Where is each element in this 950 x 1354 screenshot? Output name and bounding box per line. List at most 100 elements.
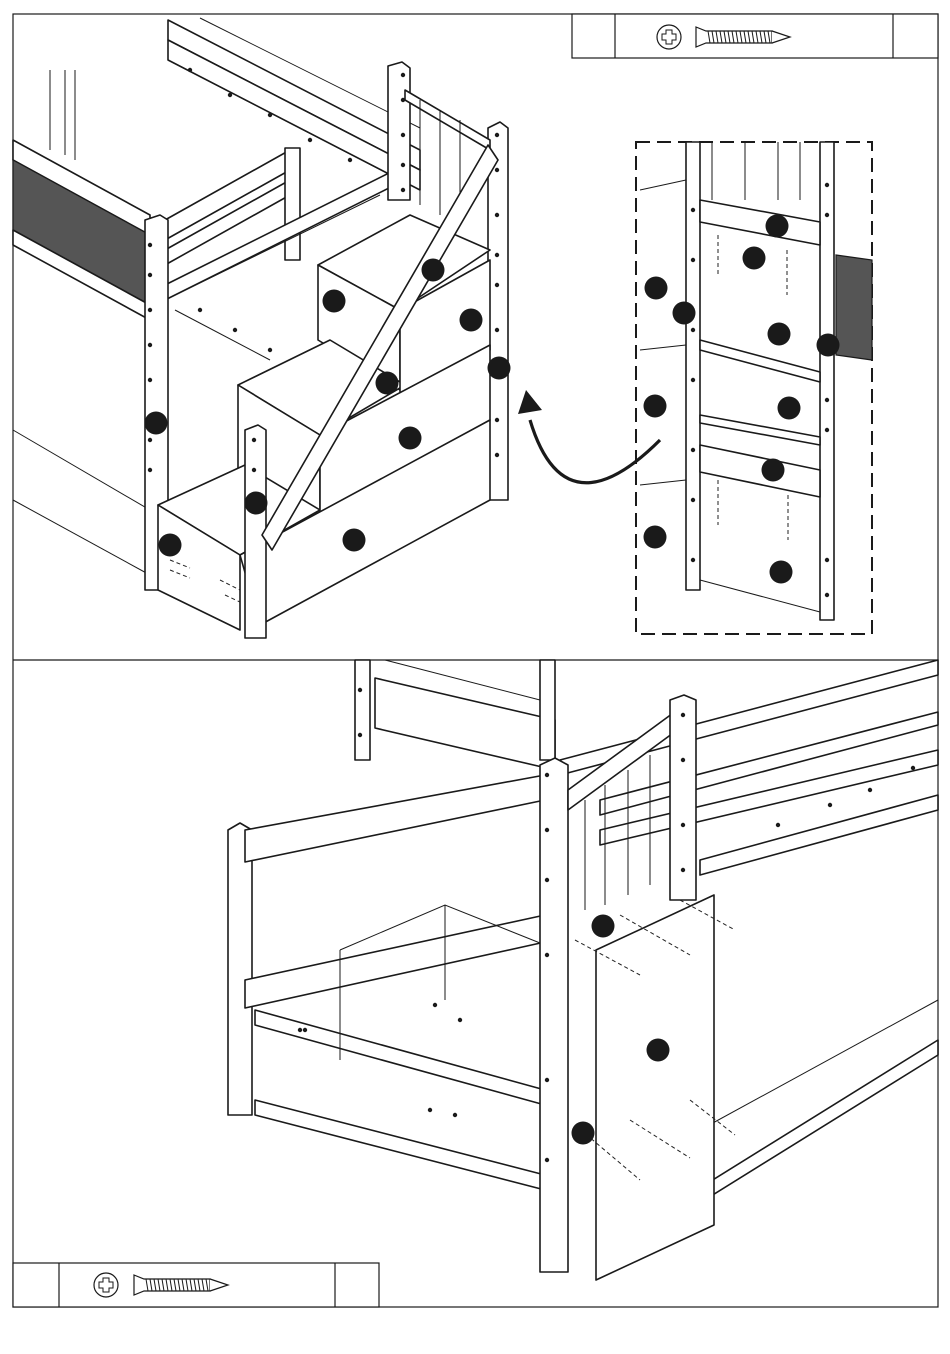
screw-hole-8 xyxy=(401,73,405,77)
screw-hole-16 xyxy=(495,253,499,257)
screw-hole-57 xyxy=(868,788,872,792)
screw-hole-63 xyxy=(303,1028,307,1032)
screw-hole-4 xyxy=(148,343,152,347)
screw-hole-12 xyxy=(401,188,405,192)
part-callout-20 xyxy=(644,526,667,549)
screw-hole-17 xyxy=(495,283,499,287)
screw-hole-44 xyxy=(358,688,362,692)
screw-hole-33 xyxy=(691,328,695,332)
screw-hole-14 xyxy=(495,168,499,172)
screw-hole-37 xyxy=(691,558,695,562)
screw-hole-42 xyxy=(825,558,829,562)
post-front xyxy=(245,425,266,638)
screw-hole-6 xyxy=(148,438,152,442)
screw-hole-49 xyxy=(545,953,549,957)
screw-hole-21 xyxy=(252,438,256,442)
screw-hole-25 xyxy=(268,113,272,117)
part-callout-19 xyxy=(762,459,785,482)
screw-hole-1 xyxy=(148,243,152,247)
screw-hole-58 xyxy=(828,803,832,807)
curved-arrow-icon xyxy=(518,390,660,483)
screw-hole-50 xyxy=(545,1078,549,1082)
screw-hole-2 xyxy=(148,273,152,277)
part-callout-7 xyxy=(145,412,168,435)
part-callout-4 xyxy=(376,372,399,395)
screw-hole-40 xyxy=(825,398,829,402)
part-callout-15 xyxy=(768,323,791,346)
back-frame xyxy=(355,660,555,770)
screw-hole-54 xyxy=(681,823,685,827)
screw-hole-35 xyxy=(691,448,695,452)
part-callout-21 xyxy=(770,561,793,584)
phillips-head-icon xyxy=(657,25,681,49)
part-callout-12 xyxy=(743,247,766,270)
screw-hole-27 xyxy=(348,158,352,162)
screw-hole-55 xyxy=(681,868,685,872)
part-callout-1 xyxy=(422,259,445,282)
screw-hole-48 xyxy=(545,878,549,882)
part-callout-9 xyxy=(159,534,182,557)
screw-hole-20 xyxy=(495,453,499,457)
screw-hole-15 xyxy=(495,213,499,217)
part-callout-23 xyxy=(647,1039,670,1062)
screw-hole-28 xyxy=(198,308,202,312)
screw-hole-32 xyxy=(691,258,695,262)
phillips-head-icon xyxy=(94,1273,118,1297)
screw-hole-24 xyxy=(228,93,232,97)
screw-hole-19 xyxy=(495,418,499,422)
screw-hole-13 xyxy=(495,133,499,137)
screw-hole-7 xyxy=(148,468,152,472)
part-callout-22 xyxy=(592,915,615,938)
screw-hole-36 xyxy=(691,498,695,502)
screw-hole-53 xyxy=(681,758,685,762)
screw-hole-56 xyxy=(911,766,915,770)
screw-hole-26 xyxy=(308,138,312,142)
screw-hole-31 xyxy=(691,208,695,212)
screw-hole-23 xyxy=(188,68,192,72)
detail-screws xyxy=(718,235,788,540)
stair-assembly-view xyxy=(13,18,508,638)
side-panel-board xyxy=(596,895,714,1280)
screw-hole-9 xyxy=(401,98,405,102)
part-callout-8 xyxy=(245,492,268,515)
screw-hole-38 xyxy=(825,183,829,187)
screw-hole-59 xyxy=(776,823,780,827)
screw-hole-47 xyxy=(545,828,549,832)
part-callout-11 xyxy=(766,215,789,238)
stair-interior-detail-view xyxy=(636,142,872,634)
screw-hole-51 xyxy=(545,1158,549,1162)
stair-frame xyxy=(228,775,545,1190)
bed-end-left xyxy=(13,70,150,575)
screw-hole-10 xyxy=(401,133,405,137)
screw-hole-45 xyxy=(358,733,362,737)
screw-hole-30 xyxy=(268,348,272,352)
screw-hole-18 xyxy=(495,328,499,332)
screw-hole-41 xyxy=(825,428,829,432)
screw-hole-64 xyxy=(433,1003,437,1007)
screw-hole-34 xyxy=(691,378,695,382)
screw-hole-43 xyxy=(825,593,829,597)
hardware-box-top xyxy=(572,14,938,58)
part-callout-10 xyxy=(343,529,366,552)
part-callout-16 xyxy=(817,334,840,357)
part-callout-18 xyxy=(778,397,801,420)
screw-hole-3 xyxy=(148,308,152,312)
screw-hole-29 xyxy=(233,328,237,332)
screw-hole-46 xyxy=(545,773,549,777)
screw-hole-11 xyxy=(401,163,405,167)
part-callout-3 xyxy=(460,309,483,332)
side-panel-attachment-view xyxy=(228,660,938,1280)
part-callout-13 xyxy=(645,277,668,300)
detail-shelves xyxy=(640,180,872,612)
screw-hole-61 xyxy=(453,1113,457,1117)
screw-hole-62 xyxy=(298,1028,302,1032)
screw-hole-5 xyxy=(148,378,152,382)
part-callout-5 xyxy=(488,357,511,380)
part-callout-6 xyxy=(399,427,422,450)
screw-hole-39 xyxy=(825,213,829,217)
screw-hole-60 xyxy=(428,1108,432,1112)
part-callout-17 xyxy=(644,395,667,418)
screw-hole-65 xyxy=(458,1018,462,1022)
part-callout-14 xyxy=(673,302,696,325)
screw-hole-22 xyxy=(252,468,256,472)
